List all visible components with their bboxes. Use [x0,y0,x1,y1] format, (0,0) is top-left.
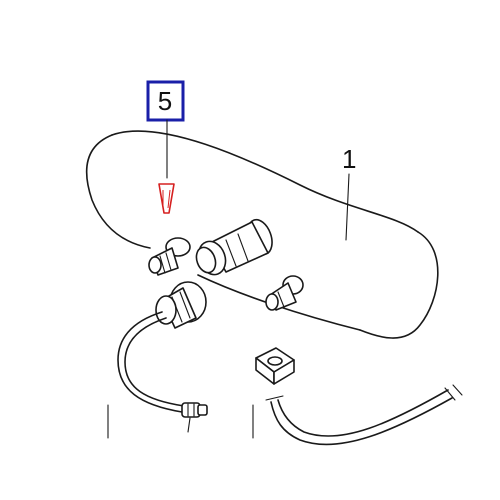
callout-1-leader [345,173,350,241]
nozzle-left[interactable] [148,237,191,276]
callout-1-label: 1 [342,144,356,174]
lower-pipe[interactable] [252,384,463,446]
hose-line[interactable] [107,311,185,439]
part-5-pin[interactable] [158,183,175,214]
callout-5-label: 5 [158,86,172,116]
callout-1[interactable]: 1 [342,144,356,241]
square-nut[interactable] [255,347,295,385]
coupling-nut[interactable] [155,281,207,329]
callout-5-box [146,80,185,122]
filler-neck[interactable] [193,216,276,278]
callout-5[interactable]: 5 [146,80,185,179]
hose-end-connector[interactable] [181,402,208,433]
fitting-lower[interactable] [265,275,304,311]
